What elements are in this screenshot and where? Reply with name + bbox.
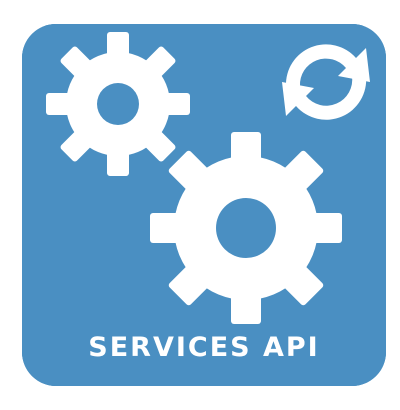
large-gear-icon [150, 132, 342, 324]
refresh-arrows-icon [282, 44, 370, 120]
services-api-label: SERVICES API [88, 332, 320, 363]
small-gear-icon [46, 32, 190, 176]
